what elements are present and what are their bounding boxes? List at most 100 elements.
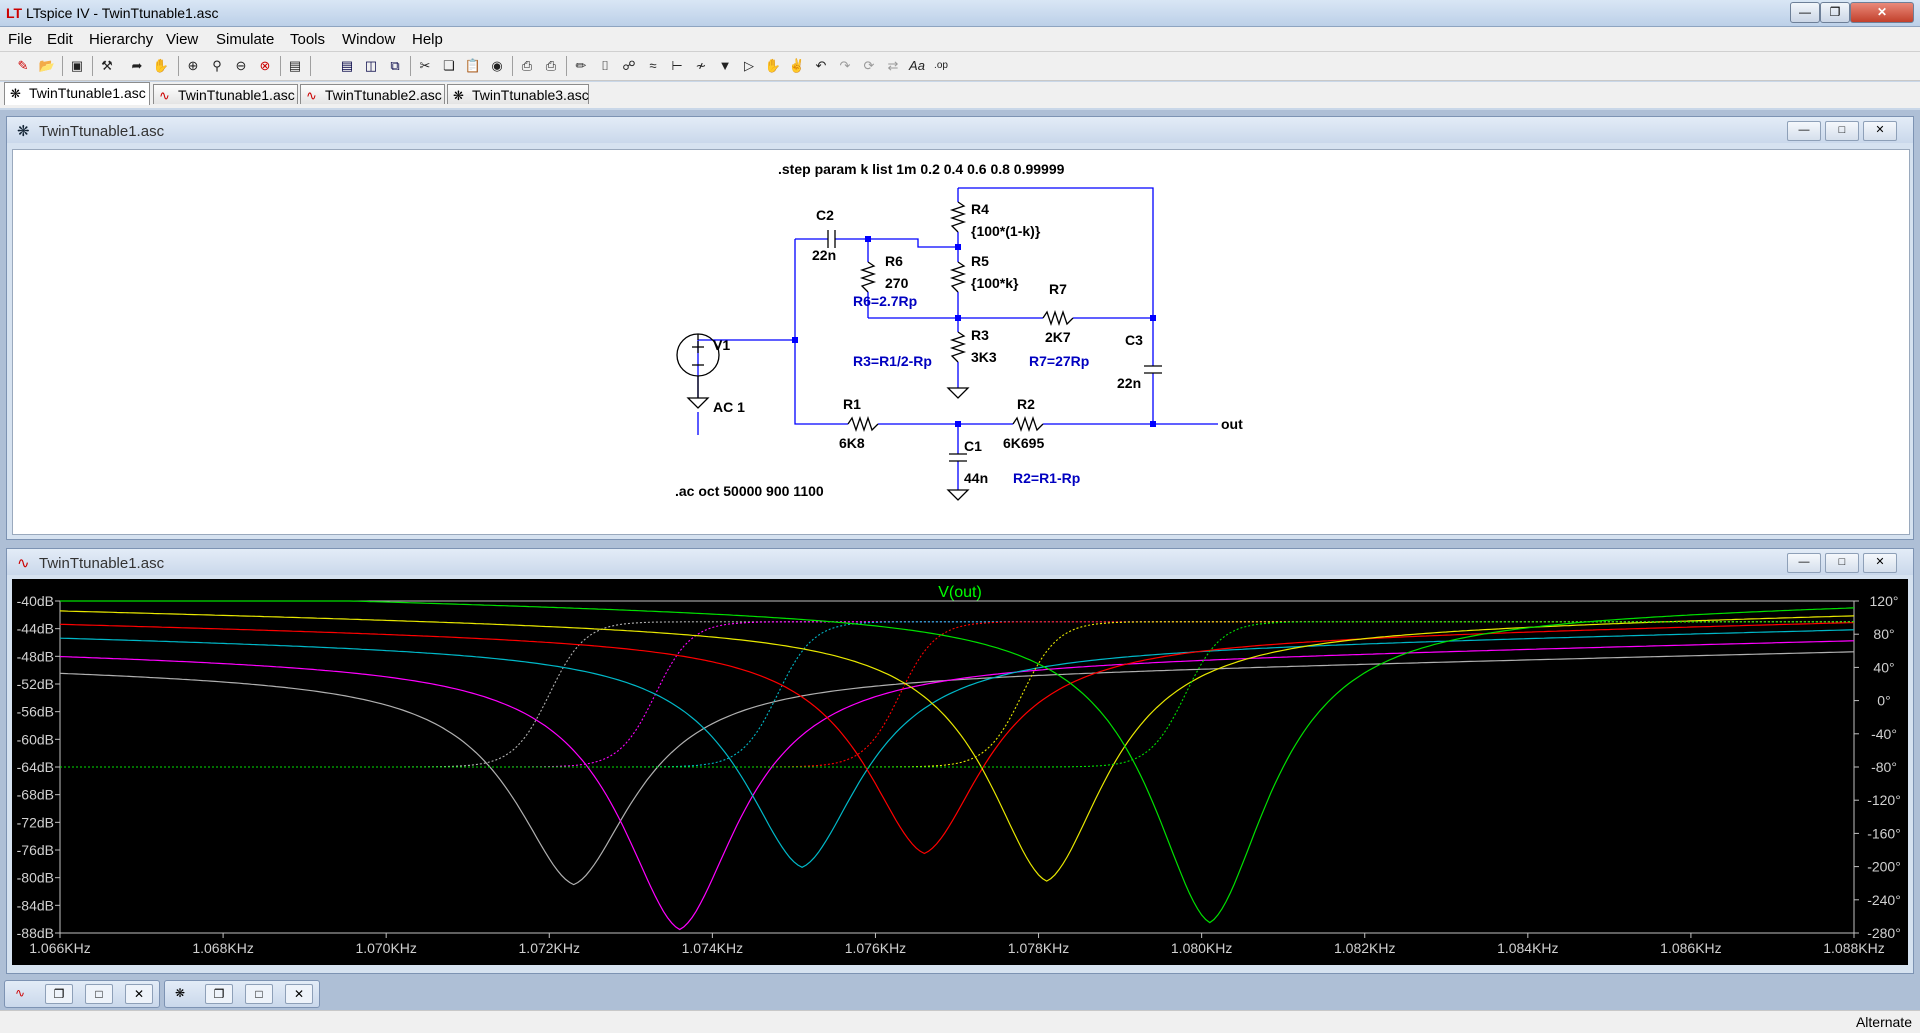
restore-button[interactable]: ❐ bbox=[205, 984, 233, 1004]
inductor-icon[interactable]: ≁ bbox=[695, 58, 707, 73]
comment-r2[interactable]: R2=R1-Rp bbox=[1013, 470, 1080, 486]
resistor-r1-symbol[interactable] bbox=[847, 415, 879, 433]
maximize-button[interactable]: □ bbox=[85, 984, 113, 1004]
tab-twinttunable1-schematic[interactable]: ❋ TwinTtunable1.asc bbox=[4, 82, 150, 105]
paste-icon[interactable]: 📋 bbox=[464, 58, 482, 73]
tab-twinttunable3-schematic[interactable]: ❋ TwinTtunable3.asc bbox=[447, 84, 589, 104]
menu-simulate[interactable]: Simulate bbox=[216, 31, 275, 48]
x-tick-label: 1.078KHz bbox=[1008, 940, 1069, 956]
capacitor-c2-symbol[interactable] bbox=[827, 230, 836, 248]
cut-icon[interactable]: ✂ bbox=[419, 58, 431, 73]
resistor-r4-symbol[interactable] bbox=[949, 201, 967, 233]
resistor-r3-symbol[interactable] bbox=[949, 331, 967, 363]
close-button[interactable]: ✕ bbox=[1863, 553, 1897, 573]
menu-view[interactable]: View bbox=[166, 31, 199, 48]
diode-icon[interactable]: ▼ bbox=[718, 58, 732, 73]
zoom-out-icon[interactable]: ⊖ bbox=[235, 58, 247, 73]
zoom-in-icon[interactable]: ⊕ bbox=[187, 58, 199, 73]
comment-r6[interactable]: R6=2.7Rp bbox=[853, 293, 917, 309]
resistor-r5-symbol[interactable] bbox=[949, 261, 967, 293]
y-right-tick-label: -160° bbox=[1867, 825, 1901, 841]
move-icon[interactable]: ✋ bbox=[764, 58, 782, 73]
ground-icon[interactable]: ⌷ bbox=[601, 58, 609, 73]
tile-horizontal-icon[interactable]: ▤ bbox=[340, 58, 354, 73]
close-button[interactable]: ✕ bbox=[285, 984, 313, 1004]
minimize-button[interactable]: — bbox=[1787, 121, 1821, 141]
r1-name: R1 bbox=[843, 396, 861, 412]
r4-name: R4 bbox=[971, 201, 989, 217]
trace-magnitude-2 bbox=[59, 629, 1855, 868]
maximize-button[interactable]: □ bbox=[1825, 553, 1859, 573]
save-icon[interactable]: ▣ bbox=[70, 58, 84, 73]
draw-wire-icon[interactable]: ✏ bbox=[575, 58, 587, 73]
y-right-tick-label: 80° bbox=[1873, 626, 1894, 642]
schematic-canvas[interactable]: .step param k list 1m 0.2 0.4 0.6 0.8 0.… bbox=[12, 149, 1910, 535]
comment-r3[interactable]: R3=R1/2-Rp bbox=[853, 353, 932, 369]
close-button[interactable]: ✕ bbox=[1863, 121, 1897, 141]
trace-phase-0 bbox=[60, 621, 1854, 768]
minimize-button[interactable]: — bbox=[1790, 2, 1820, 23]
find-icon[interactable]: ◉ bbox=[491, 58, 503, 73]
menu-window[interactable]: Window bbox=[342, 31, 396, 48]
y-left-tick-label: -72dB bbox=[17, 814, 54, 830]
capacitor-c1-symbol[interactable] bbox=[949, 453, 967, 462]
open-icon[interactable]: 📂 bbox=[38, 58, 56, 73]
mirror-icon[interactable]: ⇄ bbox=[887, 58, 899, 73]
menu-file[interactable]: File bbox=[8, 31, 33, 48]
capacitor-c3-symbol[interactable] bbox=[1144, 365, 1162, 374]
redo-icon[interactable]: ↷ bbox=[839, 58, 851, 73]
spice-directive-icon[interactable]: .op bbox=[934, 60, 948, 71]
trace-label-vout[interactable]: V(out) bbox=[938, 584, 982, 601]
menu-help[interactable]: Help bbox=[412, 31, 443, 48]
resistor-r7-symbol[interactable] bbox=[1042, 309, 1074, 327]
menu-hierarchy[interactable]: Hierarchy bbox=[89, 31, 154, 48]
capacitor-icon[interactable]: ⊢ bbox=[671, 58, 683, 73]
maximize-button[interactable]: □ bbox=[1825, 121, 1859, 141]
maximize-button[interactable]: ❐ bbox=[1820, 2, 1850, 23]
menu-edit[interactable]: Edit bbox=[47, 31, 73, 48]
menu-tools[interactable]: Tools bbox=[290, 31, 326, 48]
close-button[interactable]: ✕ bbox=[125, 984, 153, 1004]
resistor-r2-symbol[interactable] bbox=[1012, 415, 1044, 433]
schematic-icon: ❋ bbox=[453, 88, 464, 103]
maximize-button[interactable]: □ bbox=[245, 984, 273, 1004]
control-panel-icon[interactable]: ⚒ bbox=[101, 58, 113, 73]
trace-phase-1 bbox=[60, 621, 1854, 768]
text-icon[interactable]: Aa bbox=[909, 58, 925, 73]
minimized-waveform-window[interactable]: ∿ ❐ □ ✕ bbox=[4, 980, 160, 1008]
resistor-r6-symbol[interactable] bbox=[859, 261, 877, 293]
copy-icon[interactable]: ❏ bbox=[443, 58, 455, 73]
drag-icon[interactable]: ✌ bbox=[788, 58, 806, 73]
zoom-fit-icon[interactable]: ⊗ bbox=[259, 58, 271, 73]
restore-button[interactable]: ❐ bbox=[45, 984, 73, 1004]
minimize-button[interactable]: — bbox=[1787, 553, 1821, 573]
print-icon[interactable]: ⎙ bbox=[545, 58, 557, 73]
tile-vertical-icon[interactable]: ◫ bbox=[364, 58, 378, 73]
tab-twinttunable2-waveform[interactable]: ∿ TwinTtunable2.asc bbox=[300, 84, 445, 104]
step-directive[interactable]: .step param k list 1m 0.2 0.4 0.6 0.8 0.… bbox=[778, 161, 1065, 177]
waveform-plot-pane[interactable]: V(out) -40dB-44dB-48dB-52dB-56dB-60dB-64… bbox=[12, 579, 1908, 965]
resistor-icon[interactable]: ≈ bbox=[649, 58, 657, 73]
zoom-area-icon[interactable]: ⚲ bbox=[212, 58, 222, 73]
voltage-source-v1-symbol[interactable] bbox=[676, 333, 720, 398]
comment-r7[interactable]: R7=27Rp bbox=[1029, 353, 1089, 369]
undo-icon[interactable]: ↶ bbox=[815, 58, 827, 73]
cascade-icon[interactable]: ⧉ bbox=[390, 58, 400, 73]
minimized-schematic-window[interactable]: ❋ ❐ □ ✕ bbox=[164, 980, 320, 1008]
halt-icon[interactable]: ✋ bbox=[152, 58, 170, 73]
rotate-icon[interactable]: ⟳ bbox=[863, 58, 875, 73]
run-icon[interactable]: ➦ bbox=[131, 58, 143, 73]
ac-directive[interactable]: .ac oct 50000 900 1100 bbox=[675, 483, 824, 499]
print-preview-icon[interactable]: ⎙ bbox=[521, 58, 533, 73]
y-right-tick-label: -80° bbox=[1871, 759, 1897, 775]
net-label-out[interactable]: out bbox=[1221, 416, 1243, 432]
r7-name: R7 bbox=[1049, 281, 1067, 297]
close-button[interactable]: ✕ bbox=[1850, 2, 1914, 23]
waveform-icon: ∿ bbox=[306, 88, 317, 103]
autorange-icon[interactable]: ▤ bbox=[288, 58, 302, 73]
tab-twinttunable1-waveform[interactable]: ∿ TwinTtunable1.asc bbox=[153, 84, 298, 104]
label-net-icon[interactable]: ☍ bbox=[622, 58, 636, 73]
new-schematic-icon[interactable]: ✎ bbox=[17, 58, 29, 73]
trace-phase-3 bbox=[60, 621, 1854, 768]
component-icon[interactable]: ▷ bbox=[744, 58, 754, 73]
